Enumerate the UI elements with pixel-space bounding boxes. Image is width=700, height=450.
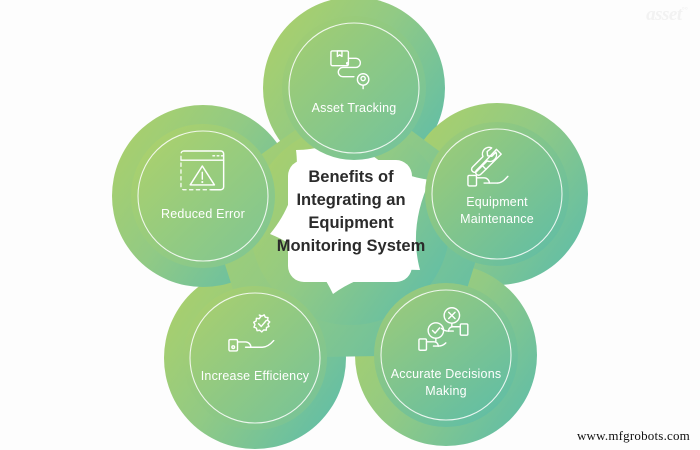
node-ring	[189, 292, 321, 424]
node-asset-tracking[interactable]: Asset Tracking	[282, 16, 426, 160]
node-label-line-0: Increase Efficiency	[201, 369, 310, 383]
node-label-line-1: Maintenance	[460, 212, 534, 226]
hand-gear-check-icon	[228, 314, 275, 352]
node-ring	[137, 130, 269, 262]
node-increase-efficiency[interactable]: Increase Efficiency	[183, 286, 327, 430]
center-plate	[270, 133, 430, 294]
browser-warning-icon	[180, 150, 225, 191]
node-reduced-error[interactable]: Reduced Error	[131, 124, 275, 268]
center-title-line-3: Monitoring System	[277, 237, 426, 255]
hands-check-cross-icon	[418, 307, 469, 351]
node-circle	[425, 122, 569, 266]
watermark-text: asset	[646, 4, 682, 25]
center-title: Benefits of Integrating an Equipment Mon…	[277, 168, 426, 255]
node-equipment-maintenance[interactable]: Equipment Maintenance	[425, 122, 569, 266]
node-circle	[282, 16, 426, 160]
node-ring	[431, 128, 563, 260]
node-label-line-0: Asset Tracking	[312, 101, 397, 115]
center-title-line-2: Equipment	[308, 214, 394, 232]
node-label-line-1: Making	[425, 384, 467, 398]
watermark-superscript: °°	[681, 5, 688, 15]
node-accurate-decisions-making[interactable]: Accurate Decisions Making	[374, 283, 518, 427]
site-url: www.mfgrobots.com	[576, 428, 690, 443]
asset-watermark-logo: asset°°	[646, 4, 688, 26]
package-route-pin-icon	[330, 50, 370, 90]
hand-wrench-screwdriver-icon	[467, 146, 509, 187]
node-label-line-0: Accurate Decisions	[391, 367, 502, 381]
node-label-line-0: Equipment	[466, 195, 528, 209]
node-ring	[288, 22, 420, 154]
center-title-line-0: Benefits of	[308, 168, 394, 186]
node-circle	[131, 124, 275, 268]
center-title-line-1: Integrating an	[296, 191, 405, 209]
node-ring	[380, 289, 512, 421]
node-label-line-0: Reduced Error	[161, 207, 245, 221]
node-circle	[374, 283, 518, 427]
node-circle	[183, 286, 327, 430]
